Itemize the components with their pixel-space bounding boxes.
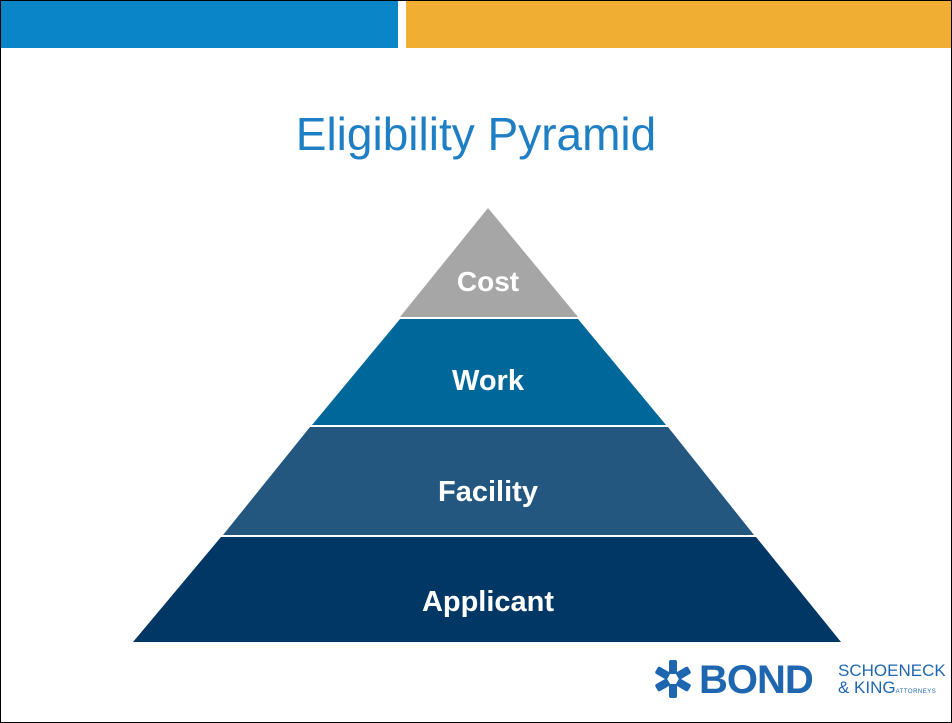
slide-title: Eligibility Pyramid xyxy=(295,108,657,160)
logo-attorneys-text: ATTORNEYS xyxy=(895,689,937,695)
logo-secondary-text: SCHOENECK & KINGATTORNEYS xyxy=(838,661,951,701)
logo-king-text: & KING xyxy=(838,678,896,697)
pyramid-tier-work xyxy=(312,319,666,425)
pyramid-label-work: Work xyxy=(452,365,525,397)
asterisk-snowflake-icon xyxy=(655,660,691,698)
logo-bond-text: BOND xyxy=(699,658,814,702)
pyramid-tier-applicant xyxy=(133,537,841,642)
pyramid-label-cost: Cost xyxy=(457,266,519,297)
pyramid-label-facility: Facility xyxy=(438,476,538,508)
firm-logo: BOND SCHOENECK & KINGATTORNEYS xyxy=(651,656,951,706)
header-bar-orange xyxy=(406,1,951,48)
pyramid-label-applicant: Applicant xyxy=(422,586,554,618)
header-bar-blue xyxy=(1,1,398,48)
logo-king-line: & KINGATTORNEYS xyxy=(838,678,951,701)
pyramid-tier-cost xyxy=(400,208,578,317)
logo-schoeneck-text: SCHOENECK xyxy=(838,661,946,680)
pyramid-tier-facility xyxy=(223,427,754,535)
